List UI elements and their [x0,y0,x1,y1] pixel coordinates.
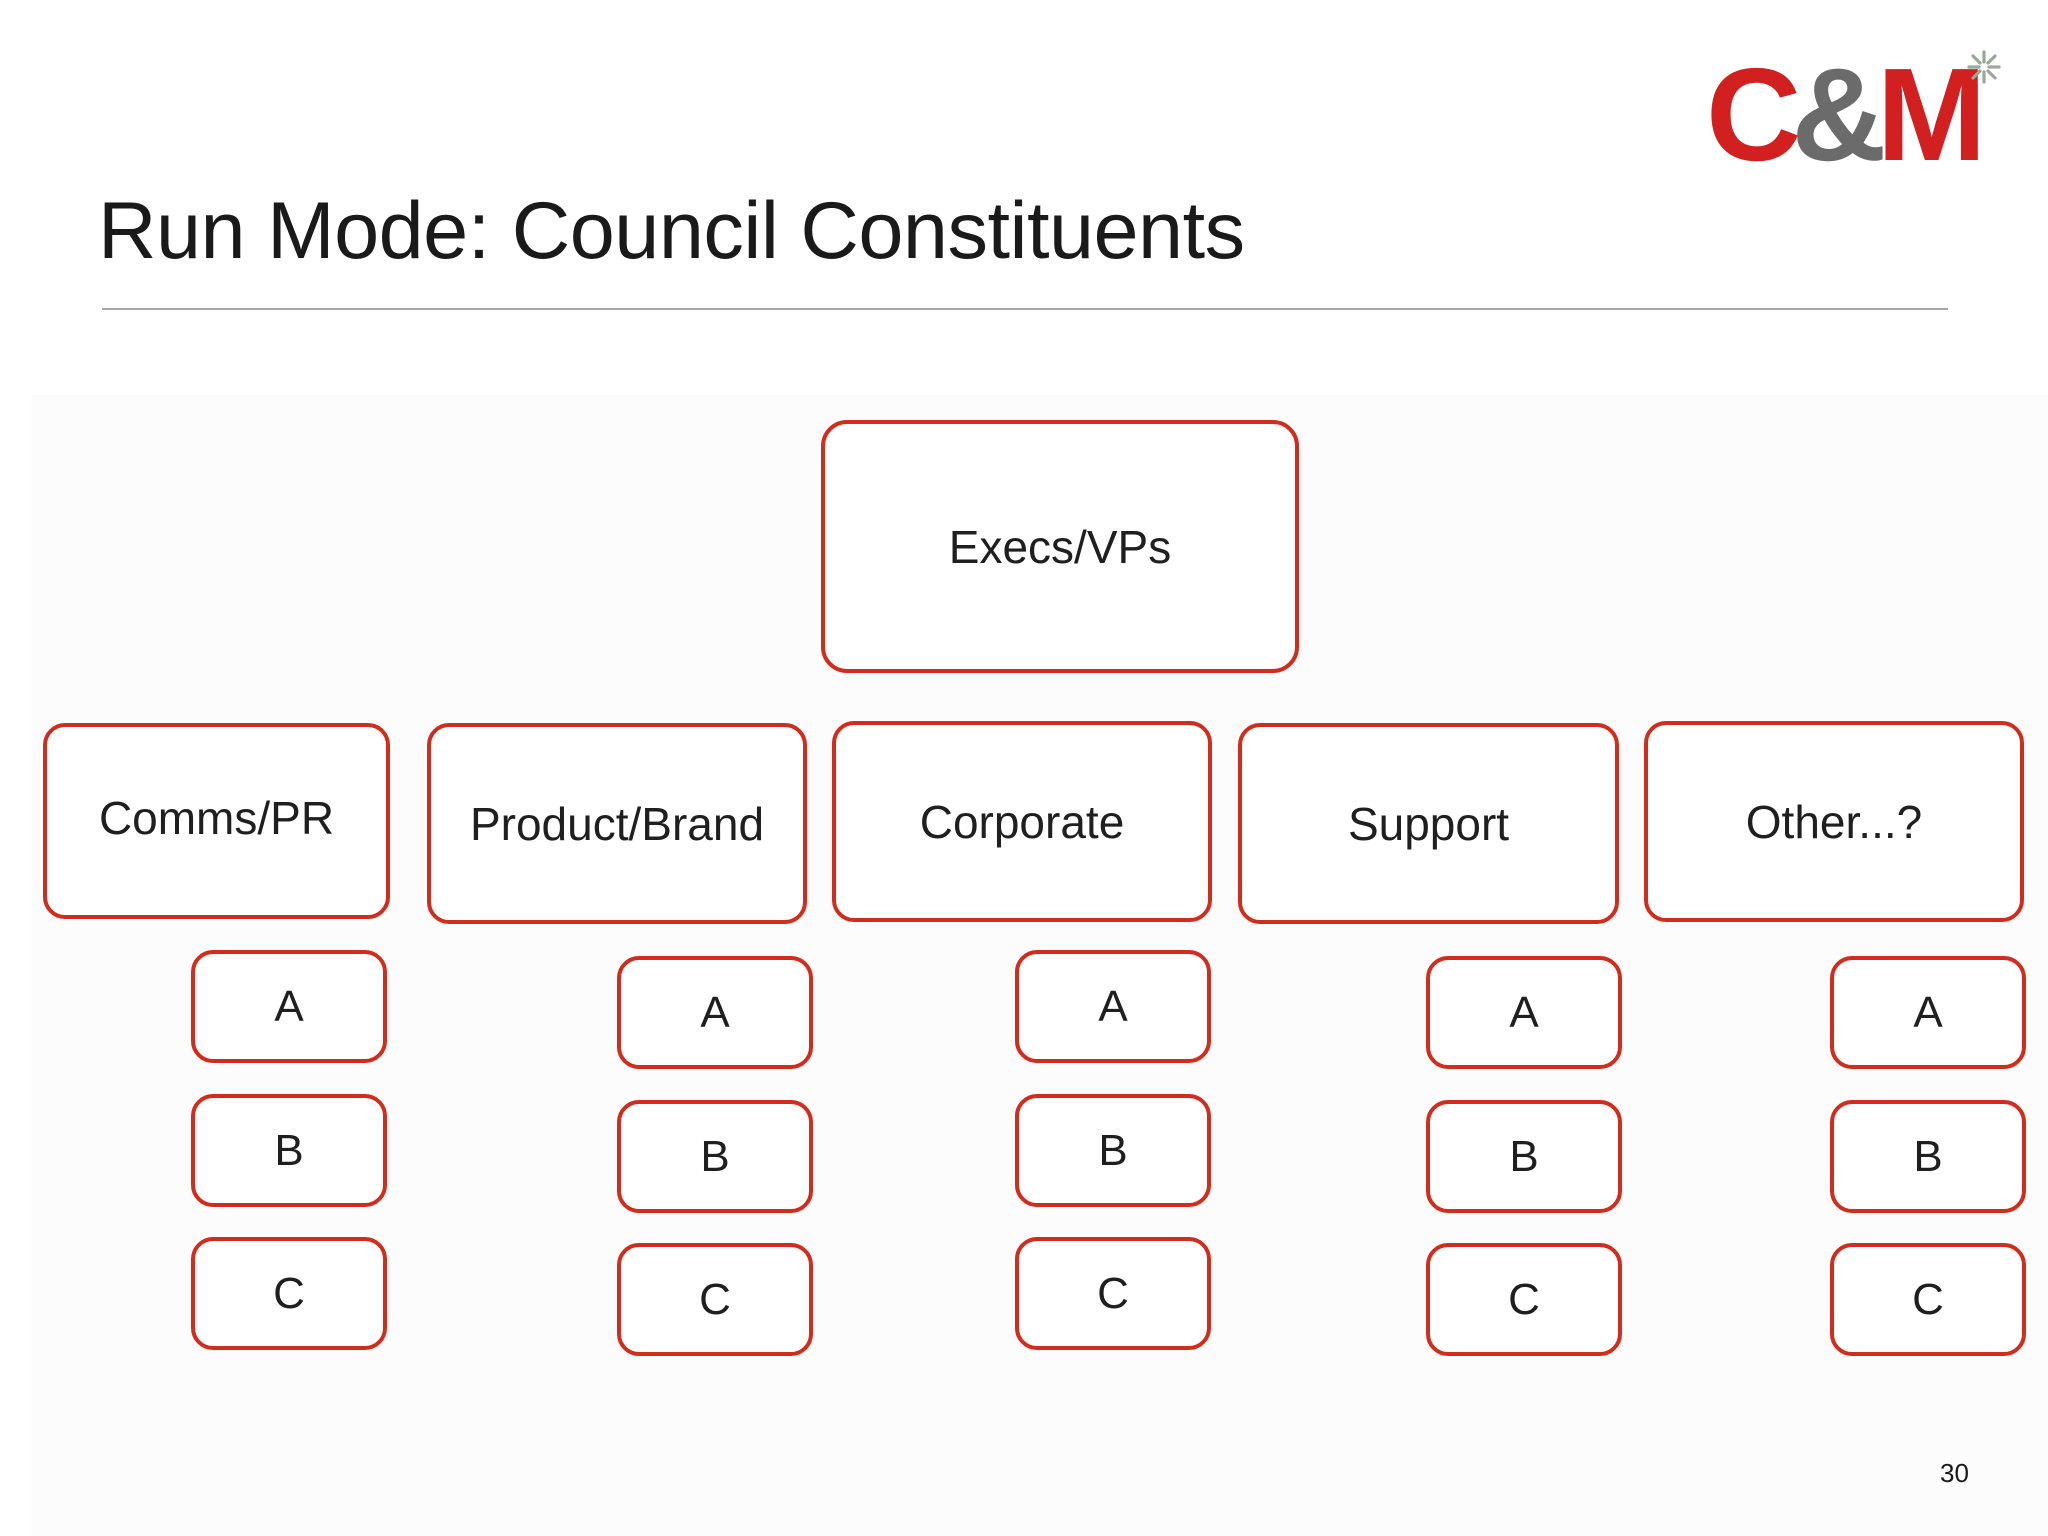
sub-label: C [1508,1274,1540,1324]
sub-label: B [1098,1125,1128,1175]
sub-box-comms-c: C [191,1237,387,1350]
sub-box-other-b: B [1830,1100,2026,1213]
sub-label: A [700,987,730,1037]
category-label: Product/Brand [469,797,765,850]
cm-logo: C&M [1706,49,2006,181]
sub-box-support-a: A [1426,956,1622,1069]
category-box-support: Support [1238,723,1619,924]
sub-label: B [1509,1131,1539,1181]
sub-box-other-a: A [1830,956,2026,1069]
sub-box-corporate-b: B [1015,1094,1211,1207]
sub-label: C [1097,1268,1129,1318]
sub-label: B [274,1125,304,1175]
category-box-corporate: Corporate [832,721,1212,922]
sub-label: A [274,981,304,1031]
slide-title: Run Mode: Council Constituents [98,186,1245,276]
sub-label: B [700,1131,730,1181]
category-label: Support [1347,797,1510,850]
sub-box-corporate-a: A [1015,950,1211,1063]
sub-label: A [1509,987,1539,1037]
execs-vps-label: Execs/VPs [948,520,1172,573]
sub-label: C [1912,1274,1944,1324]
sub-box-comms-b: B [191,1094,387,1207]
page-number: 30 [1940,1458,1969,1488]
sub-box-product-c: C [617,1243,813,1356]
title-divider [102,308,1948,310]
category-label: Other...? [1745,795,1923,848]
sub-box-support-c: C [1426,1243,1622,1356]
category-box-comms-pr: Comms/PR [43,723,390,919]
sub-label: B [1913,1131,1943,1181]
asterisk-icon [1967,50,2001,84]
sub-box-product-a: A [617,956,813,1069]
sub-label: A [1098,981,1128,1031]
sub-label: C [273,1268,305,1318]
category-box-product-brand: Product/Brand [427,723,807,924]
sub-box-other-c: C [1830,1243,2026,1356]
category-box-other: Other...? [1644,721,2024,922]
sub-box-comms-a: A [191,950,387,1063]
category-label: Corporate [919,795,1125,848]
sub-label: A [1913,987,1943,1037]
sub-label: C [699,1274,731,1324]
logo-ampersand: & [1791,41,1886,188]
logo-letter-m: M [1876,41,1987,188]
execs-vps-box: Execs/VPs [821,420,1299,673]
sub-box-corporate-c: C [1015,1237,1211,1350]
sub-box-support-b: B [1426,1100,1622,1213]
sub-box-product-b: B [617,1100,813,1213]
category-label: Comms/PR [98,792,335,844]
logo-letter-c: C [1706,41,1801,188]
